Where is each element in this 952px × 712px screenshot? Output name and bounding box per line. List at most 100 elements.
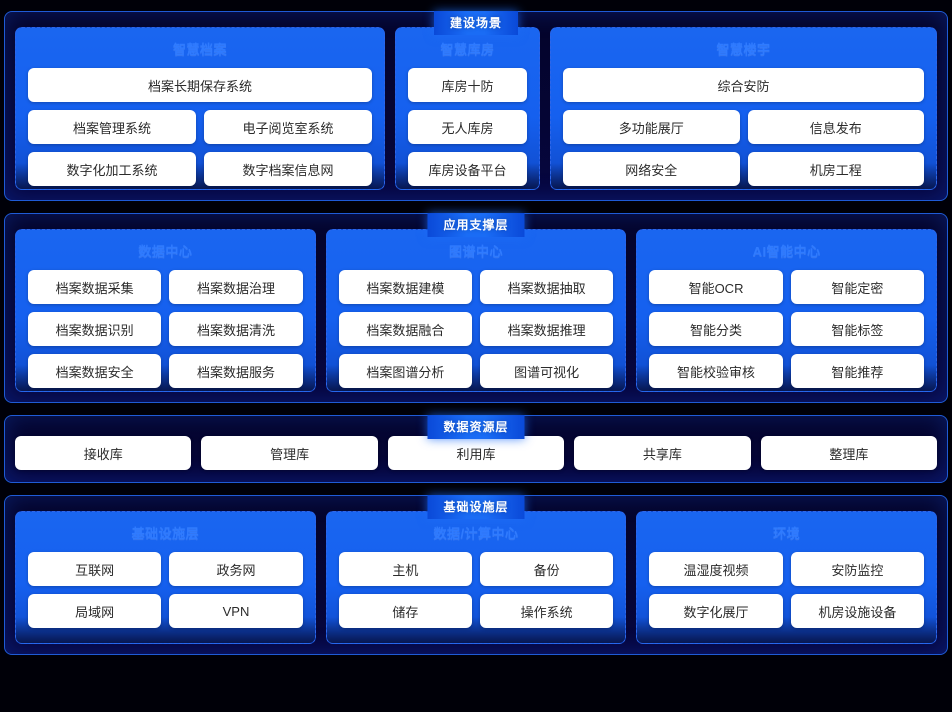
card-item[interactable]: 图谱可视化 [480,354,614,388]
card-item[interactable]: 库房设备平台 [408,152,527,186]
card-item[interactable]: 信息发布 [747,110,924,144]
card-item[interactable]: 档案数据服务 [169,354,303,388]
card-item[interactable]: 电子阅览室系统 [204,110,372,144]
card-item[interactable]: 库房十防 [408,68,527,102]
group-list: 基础设施层 互联网 政务网 局域网 VPN ... 数据/计算 [15,511,938,644]
layer-badge-infrastructure[interactable]: 基础设施层 [427,495,525,519]
card-grid: 档案数据建模 档案数据抽取 档案数据融合 档案数据推理 档案图谱分析 图谱可视化 [327,270,626,388]
card-grid: 档案数据采集 档案数据治理 档案数据识别 档案数据清洗 档案数据安全 档案数据服… [16,270,315,388]
group-title: 智慧库房 [440,42,495,57]
card-item[interactable]: 智能校验审核 [649,354,783,388]
card-item[interactable]: 档案数据推理 [480,312,614,346]
card-row: 智能分类 智能标签 [649,312,925,346]
layer-badge-data-resource[interactable]: 数据资源层 [427,415,525,439]
card-item[interactable]: 数字化展厅 [649,594,783,628]
group-data-compute-center[interactable]: 数据/计算中心 主机 备份 储存 操作系统 ... [325,511,627,644]
group-list: 智慧档案 档案长期保存系统 档案管理系统 电子阅览室系统 数字化加工系统 数字档… [15,27,937,190]
card-item[interactable]: 数字化加工系统 [28,152,196,186]
card-item[interactable]: 安防监控 [790,552,925,586]
card-item[interactable]: 多功能展厅 [563,110,740,144]
layer-application-support: 应用支撑层 数据中心 档案数据采集 档案数据治理 档案数据识别 档案数据清洗 [4,213,948,403]
card-item[interactable]: 利用库 [387,436,565,470]
card-grid: 温湿度视频 安防监控 数字化展厅 机房设施设备 [637,552,936,628]
card-item[interactable]: 智能推荐 [790,354,925,388]
card-item[interactable]: 主机 [338,552,473,586]
card-grid: 档案长期保存系统 档案管理系统 电子阅览室系统 数字化加工系统 数字档案信息网 [16,68,384,186]
card-row: 综合安防 [563,68,924,102]
card-item[interactable]: 智能标签 [790,312,925,346]
card-item[interactable]: 接收库 [15,436,192,470]
group-title: 环境 [773,526,801,541]
card-item[interactable]: 智能定密 [790,270,925,304]
card-item[interactable]: 智能分类 [649,312,783,346]
group-title: 智慧档案 [172,42,227,57]
layer-infrastructure: 基础设施层 基础设施层 互联网 政务网 局域网 VPN [4,495,948,655]
card-item[interactable]: 无人库房 [408,110,527,144]
more-indicator: ... [156,632,175,644]
card-item[interactable]: 局域网 [28,594,162,628]
group-smart-warehouse[interactable]: 智慧库房 库房十防 无人库房 库房设备平台 [395,27,540,190]
card-item[interactable]: 档案管理系统 [28,110,196,144]
card-item[interactable]: 整理库 [760,436,938,470]
card-row: 档案图谱分析 图谱可视化 [338,354,614,388]
card-item[interactable]: 政务网 [169,552,303,586]
card-row: 档案长期保存系统 [28,68,372,102]
card-item[interactable]: 档案数据融合 [338,312,473,346]
group-infrastructure[interactable]: 基础设施层 互联网 政务网 局域网 VPN ... [15,511,316,644]
card-row: 局域网 VPN [28,594,303,628]
more-indicator: ... [777,632,796,644]
card-row: 档案数据识别 档案数据清洗 [28,312,303,346]
card-row: 互联网 政务网 [28,552,303,586]
card-item[interactable]: 档案数据抽取 [480,270,614,304]
card-item[interactable]: 机房设施设备 [790,594,925,628]
card-grid: 智能OCR 智能定密 智能分类 智能标签 智能校验审核 智能推荐 [637,270,936,388]
card-row: 档案管理系统 电子阅览室系统 [28,110,372,144]
card-row: 档案数据安全 档案数据服务 [28,354,303,388]
card-item[interactable]: 数字档案信息网 [204,152,372,186]
card-item[interactable]: 综合安防 [563,68,924,102]
card-item[interactable]: 档案数据治理 [169,270,303,304]
card-row: 温湿度视频 安防监控 [649,552,925,586]
layer-construction-scenario: 建设场景 智慧档案 档案长期保存系统 档案管理系统 电子阅览室系统 数字 [4,11,948,201]
layer-badge-application-support[interactable]: 应用支撑层 [427,213,525,237]
group-title: 基础设施层 [131,526,200,541]
card-item[interactable]: 温湿度视频 [649,552,783,586]
card-item[interactable]: 档案长期保存系统 [28,68,372,102]
card-item[interactable]: 档案数据识别 [28,312,162,346]
card-grid: 互联网 政务网 局域网 VPN [16,552,315,628]
group-data-center[interactable]: 数据中心 档案数据采集 档案数据治理 档案数据识别 档案数据清洗 档案数据安全 [15,229,316,392]
card-item[interactable]: 管理库 [201,436,378,470]
card-item[interactable]: 备份 [480,552,614,586]
card-item[interactable]: 网络安全 [563,152,740,186]
card-row: 数字化加工系统 数字档案信息网 [28,152,372,186]
group-title: 数据中心 [138,244,193,259]
card-row: 库房十防 [408,68,527,102]
group-ai-center[interactable]: AI智能中心 智能OCR 智能定密 智能分类 智能标签 智能校验审核 智能推荐 [636,229,938,392]
layer-data-resource: 数据资源层 接收库 管理库 利用库 共享库 整理库 [4,415,948,483]
card-item[interactable]: 档案数据建模 [338,270,473,304]
group-graph-center[interactable]: 图谱中心 档案数据建模 档案数据抽取 档案数据融合 档案数据推理 档案图谱分析 [325,229,627,392]
group-environment[interactable]: 环境 温湿度视频 安防监控 数字化展厅 机房设施设备 ... [636,511,938,644]
card-item[interactable]: 共享库 [574,436,751,470]
more-indicator: ... [467,632,485,644]
card-item[interactable]: 互联网 [28,552,162,586]
card-grid: 库房十防 无人库房 库房设备平台 [396,68,539,186]
card-row: 档案数据采集 档案数据治理 [28,270,303,304]
layer-badge-construction-scenario[interactable]: 建设场景 [433,11,519,35]
group-list: 数据中心 档案数据采集 档案数据治理 档案数据识别 档案数据清洗 档案数据安全 [15,229,938,392]
card-item[interactable]: 操作系统 [480,594,614,628]
card-item[interactable]: 档案数据采集 [28,270,162,304]
card-row: 网络安全 机房工程 [563,152,924,186]
group-smart-archive[interactable]: 智慧档案 档案长期保存系统 档案管理系统 电子阅览室系统 数字化加工系统 数字档… [15,27,385,190]
card-item[interactable]: 储存 [338,594,473,628]
card-item[interactable]: 智能OCR [649,270,783,304]
card-row: 无人库房 [408,110,527,144]
group-title: 图谱中心 [449,244,504,259]
card-item[interactable]: VPN [169,594,303,628]
card-item[interactable]: 档案数据安全 [28,354,162,388]
card-item[interactable]: 档案数据清洗 [169,312,303,346]
group-smart-building[interactable]: 智慧楼宇 综合安防 多功能展厅 信息发布 网络安全 机房工程 [550,27,937,190]
card-row: 多功能展厅 信息发布 [563,110,924,144]
card-item[interactable]: 机房工程 [747,152,924,186]
card-item[interactable]: 档案图谱分析 [338,354,473,388]
